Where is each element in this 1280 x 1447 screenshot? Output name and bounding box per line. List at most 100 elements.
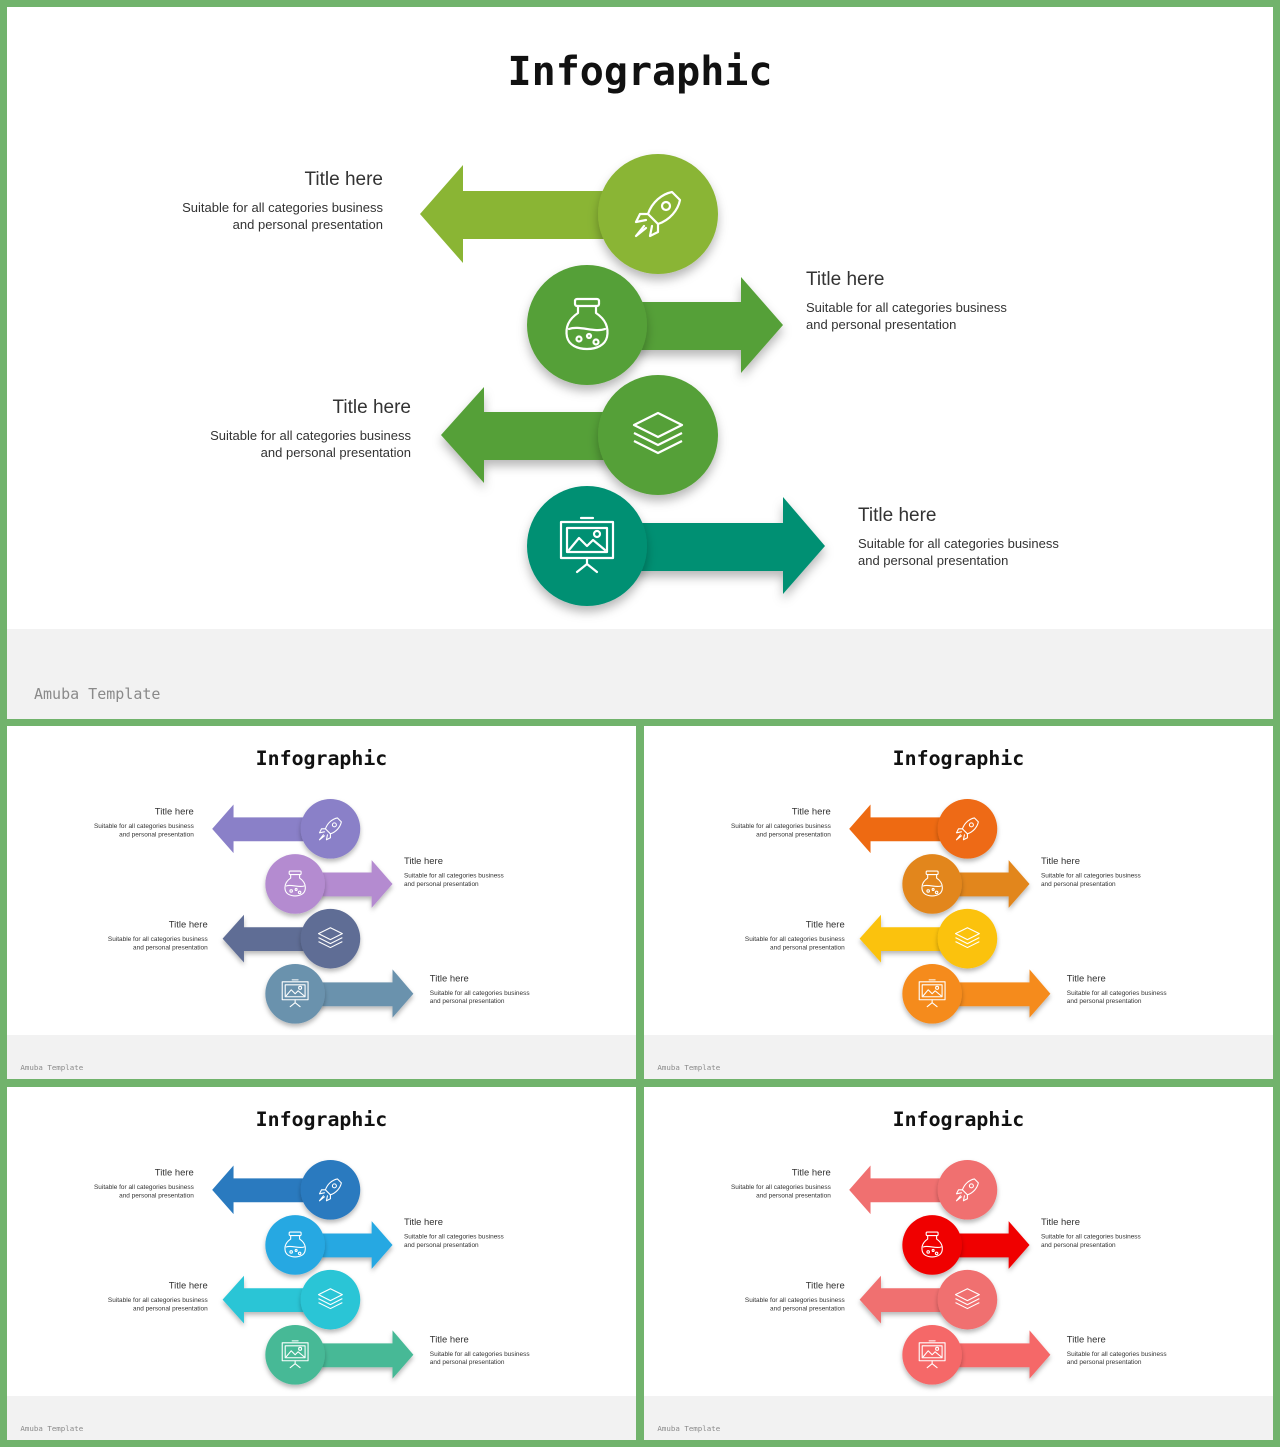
rocket-icon	[955, 817, 979, 841]
flask-icon	[921, 1231, 943, 1258]
layers-icon	[954, 1288, 980, 1310]
layers-icon	[954, 927, 980, 949]
arrow-shape	[420, 165, 658, 263]
step-description-line: Suitable for all categories business	[1040, 871, 1141, 880]
step-description-line: and personal presentation	[133, 1304, 208, 1313]
layers-icon	[317, 927, 343, 949]
step-description-line: Suitable for all categories business	[429, 1349, 530, 1358]
step-title: Title here	[1040, 1217, 1080, 1228]
step-description-line: Suitable for all categories business	[93, 821, 194, 830]
step-description-line: Suitable for all categories business	[858, 536, 1059, 551]
arrow-circle	[265, 854, 325, 914]
step-description-line: Suitable for all categories business	[730, 821, 831, 830]
footer-text: Amuba Template	[20, 1062, 84, 1072]
step-description-line: Suitable for all categories business	[403, 871, 504, 880]
step-title: Title here	[805, 919, 845, 931]
presentation-board-icon	[918, 979, 946, 1008]
step-description-line: Suitable for all categories business	[1066, 988, 1167, 997]
slide-title: Infographic	[507, 49, 773, 95]
arrow-shape	[849, 1165, 968, 1215]
step-description-line: and personal presentation	[119, 1191, 194, 1199]
step-description-line: Suitable for all categories business	[93, 1182, 194, 1191]
step-description-line: and personal presentation	[756, 1191, 831, 1199]
infographic-arrows	[849, 1160, 1051, 1385]
arrow-step-1	[849, 1160, 998, 1220]
layers-icon	[632, 411, 684, 455]
step-title: Title here	[403, 1217, 443, 1228]
arrow-step-4	[265, 963, 414, 1024]
arrow-shape	[849, 804, 968, 854]
step-title: Title here	[332, 397, 412, 418]
arrow-step-4	[902, 963, 1051, 1024]
footer-band	[644, 1035, 1273, 1079]
step-description-line: and personal presentation	[260, 445, 411, 460]
step-description-line: and personal presentation	[806, 317, 957, 332]
step-description-line: Suitable for all categories business	[744, 935, 845, 943]
step-description-line: Suitable for all categories business	[107, 1296, 208, 1304]
step-description-line: and personal presentation	[403, 1241, 479, 1249]
arrow-step-1	[212, 1160, 361, 1220]
step-title: Title here	[168, 1280, 208, 1292]
infographic-arrows	[212, 799, 414, 1024]
presentation-board-icon	[281, 1340, 309, 1369]
footer-text: Amuba Template	[657, 1423, 721, 1433]
layers-icon	[317, 1288, 343, 1310]
step-title: Title here	[791, 1167, 831, 1178]
footer-text: Amuba Template	[657, 1062, 721, 1072]
step-description-line: and personal presentation	[429, 1358, 505, 1366]
arrow-circle	[937, 1160, 998, 1220]
arrow-step-4	[902, 1324, 1051, 1385]
arrow-circle	[937, 799, 998, 859]
flask-icon	[565, 297, 609, 351]
arrow-circle	[902, 1215, 962, 1275]
arrow-shape	[212, 1165, 331, 1215]
arrow-circle	[598, 375, 718, 495]
arrow-shape	[932, 1330, 1051, 1379]
step-description-line: Suitable for all categories business	[429, 988, 530, 997]
arrow-circle	[300, 1160, 361, 1220]
infographic-arrows	[420, 154, 825, 606]
step-title: Title here	[1066, 1334, 1106, 1345]
step-title: Title here	[791, 806, 831, 817]
step-description-line: Suitable for all categories business	[107, 935, 208, 943]
arrow-step-1	[212, 799, 361, 859]
rocket-icon	[955, 1178, 979, 1202]
step-title: Title here	[805, 1280, 845, 1292]
arrow-shape	[932, 969, 1051, 1018]
step-description-line: and personal presentation	[429, 997, 505, 1005]
step-description-line: Suitable for all categories business	[806, 300, 1007, 315]
arrow-shape	[295, 1330, 414, 1379]
slide-title: Infographic	[892, 1107, 1025, 1131]
step-description-line: and personal presentation	[858, 553, 1009, 568]
arrow-step-2	[902, 854, 1030, 914]
step-description-line: and personal presentation	[133, 943, 208, 952]
slide-title: Infographic	[255, 746, 388, 770]
